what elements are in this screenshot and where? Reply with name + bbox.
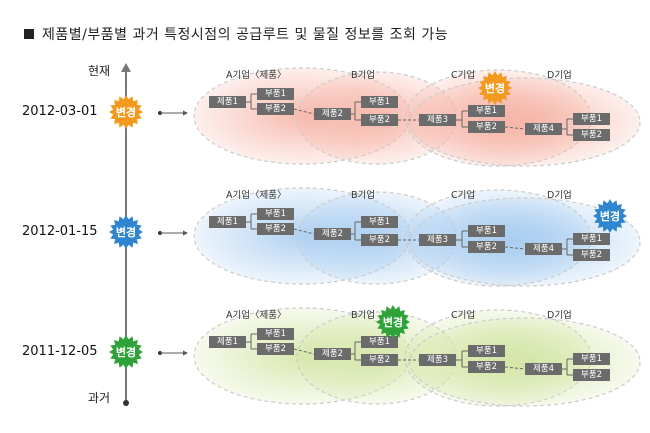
part-node: 부품1 bbox=[257, 88, 294, 100]
part-node: 부품2 bbox=[573, 249, 610, 261]
badge-label: 변경 bbox=[599, 210, 621, 223]
product-node: 제품3 bbox=[419, 354, 456, 366]
company-label: B기업 bbox=[351, 310, 375, 321]
tree-connector bbox=[456, 230, 468, 248]
badge-label: 변경 bbox=[115, 226, 137, 239]
company-zone-d bbox=[409, 77, 641, 167]
part-node: 부품2 bbox=[257, 343, 294, 355]
part-node: 부품2 bbox=[573, 369, 610, 381]
part-node: 부품1 bbox=[257, 208, 294, 220]
product-node: 제품4 bbox=[525, 363, 562, 375]
company-change-badge: 변경 bbox=[478, 71, 512, 105]
timeline-arrow-icon bbox=[121, 63, 131, 72]
supply-link bbox=[293, 348, 315, 355]
company-label: B기업 bbox=[351, 190, 375, 201]
company-label: A기업〈제품〉 bbox=[226, 310, 287, 321]
part-node: 부품1 bbox=[468, 225, 505, 237]
badge-label: 변경 bbox=[382, 316, 404, 329]
part-node: 부품1 bbox=[573, 233, 610, 245]
tree-connector bbox=[351, 341, 361, 361]
connector-arrow-icon bbox=[183, 110, 188, 116]
supply-link bbox=[293, 108, 315, 115]
company-label: C기업 bbox=[451, 70, 476, 81]
company-label: D기업 bbox=[547, 310, 572, 321]
bullet-square-icon bbox=[24, 29, 34, 39]
part-node: 부품2 bbox=[468, 121, 505, 133]
badge-label: 변경 bbox=[115, 106, 137, 119]
supply-link bbox=[293, 228, 315, 235]
tree-connector bbox=[351, 101, 361, 121]
part-node: 부품2 bbox=[361, 234, 398, 246]
product-node: 제품3 bbox=[419, 114, 456, 126]
part-node: 부품1 bbox=[361, 216, 398, 228]
tree-connector bbox=[351, 221, 361, 241]
product-node: 제품4 bbox=[525, 243, 562, 255]
part-node: 부품1 bbox=[573, 353, 610, 365]
part-node: 부품1 bbox=[468, 345, 505, 357]
product-node: 제품4 bbox=[525, 123, 562, 135]
tree-connector bbox=[562, 358, 573, 376]
product-node: 제품1 bbox=[209, 216, 246, 228]
part-node: 부품2 bbox=[257, 103, 294, 115]
timeline-end-dot bbox=[123, 400, 129, 406]
snapshot-date: 2012-03-01 bbox=[22, 104, 98, 119]
snapshot-date: 2012-01-15 bbox=[22, 224, 98, 239]
product-node: 제품1 bbox=[209, 96, 246, 108]
badge-label: 변경 bbox=[115, 346, 137, 359]
part-node: 부품2 bbox=[257, 223, 294, 235]
company-label: A기업〈제품〉 bbox=[226, 190, 287, 201]
tree-connector bbox=[456, 350, 468, 368]
timeline-bottom-label: 과거 bbox=[88, 391, 111, 405]
part-node: 부품1 bbox=[573, 113, 610, 125]
timeline-change-badge: 변경 bbox=[109, 215, 143, 249]
company-label: A기업〈제품〉 bbox=[226, 70, 287, 81]
part-node: 부품2 bbox=[361, 114, 398, 126]
product-node: 제품3 bbox=[419, 234, 456, 246]
tree-connector bbox=[562, 118, 573, 136]
part-node: 부품2 bbox=[468, 361, 505, 373]
supply-link bbox=[504, 246, 526, 250]
company-label: D기업 bbox=[547, 190, 572, 201]
supply-link bbox=[504, 126, 526, 130]
part-node: 부품2 bbox=[468, 241, 505, 253]
part-node: 부품1 bbox=[361, 96, 398, 108]
timeline-change-badge: 변경 bbox=[109, 335, 143, 369]
connector-arrow-icon bbox=[183, 350, 188, 356]
title-text: 제품별/부품별 과거 특정시점의 공급루트 및 물질 정보를 조회 가능 bbox=[42, 27, 449, 43]
tree-connector bbox=[562, 238, 573, 256]
product-node: 제품2 bbox=[314, 228, 351, 240]
part-node: 부품1 bbox=[257, 328, 294, 340]
badge-label: 변경 bbox=[484, 82, 506, 95]
tree-connector bbox=[456, 110, 468, 128]
company-label: B기업 bbox=[351, 70, 375, 81]
company-zone-d bbox=[409, 317, 641, 407]
company-label: C기업 bbox=[451, 310, 476, 321]
snapshot-date: 2011-12-05 bbox=[22, 344, 98, 359]
diagram-title: 제품별/부품별 과거 특정시점의 공급루트 및 물질 정보를 조회 가능 bbox=[24, 24, 448, 44]
company-change-badge: 변경 bbox=[376, 305, 410, 339]
timeline-top-label: 현재 bbox=[88, 64, 111, 78]
supply-link bbox=[504, 366, 526, 370]
part-node: 부품2 bbox=[573, 129, 610, 141]
tree-connector bbox=[246, 213, 257, 230]
tree-connector bbox=[246, 93, 257, 110]
timeline-change-badge: 변경 bbox=[109, 95, 143, 129]
connector-arrow-icon bbox=[183, 230, 188, 236]
part-node: 부품1 bbox=[468, 105, 505, 117]
company-label: D기업 bbox=[547, 70, 572, 81]
part-node: 부품1 bbox=[361, 336, 398, 348]
company-zone-d bbox=[409, 197, 641, 287]
part-node: 부품2 bbox=[361, 354, 398, 366]
product-node: 제품2 bbox=[314, 108, 351, 120]
company-label: C기업 bbox=[451, 190, 476, 201]
product-node: 제품1 bbox=[209, 336, 246, 348]
tree-connector bbox=[246, 333, 257, 350]
company-change-badge: 변경 bbox=[593, 199, 627, 233]
product-node: 제품2 bbox=[314, 348, 351, 360]
